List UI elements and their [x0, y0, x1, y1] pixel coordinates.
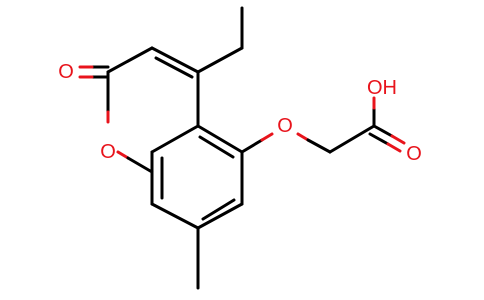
bond-o-ch2 [306, 138, 332, 154]
atom-hydroxyl: OH [367, 77, 397, 99]
bond-o-ch2-red [296, 132, 310, 142]
bond-c3-c4 [150, 46, 200, 74]
bond-o1-c8a [126, 156, 154, 174]
atom-labels: O O O OH O [58, 61, 422, 165]
bond-c-o-a-red [390, 134, 406, 145]
bond-c2-c3 [106, 46, 154, 74]
atom-carbonyl-oxygen: O [58, 61, 74, 83]
bond-c8-c7 [150, 202, 200, 230]
bond-c5-o-red [260, 132, 274, 142]
bond-aromatic-2 [201, 198, 236, 221]
bond-aromatic-3 [198, 135, 235, 159]
bond-c-o-b [368, 132, 390, 146]
bond-c-o-b-red [386, 142, 402, 153]
atom-ether-oxygen: O [277, 115, 293, 137]
bond-o1-c8a-red [116, 150, 130, 160]
bond-c-o-a [372, 124, 394, 138]
atom-ring-oxygen: O [100, 141, 116, 163]
bond-ch2-c [328, 124, 376, 154]
bond-c4-ethyl [196, 46, 244, 74]
bond-c5-o [240, 138, 264, 154]
bond-c4a-c8a [150, 124, 200, 154]
bond-lines [78, 6, 406, 290]
atom-acid-oxygen: O [406, 143, 422, 165]
bond-c3-c4-inner [154, 56, 194, 79]
bond-c5-c4a [196, 124, 244, 154]
bond-c7-c6 [196, 202, 244, 230]
